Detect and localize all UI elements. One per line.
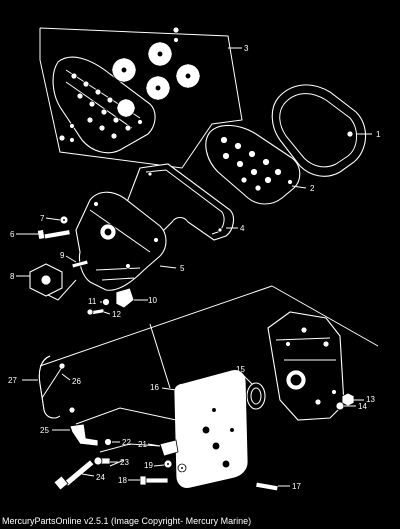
part-15-gasket xyxy=(246,382,266,410)
callout-11: 11 xyxy=(88,297,97,306)
callout-14: 14 xyxy=(358,402,367,411)
callout-13: 13 xyxy=(366,395,375,404)
part-21-clip xyxy=(159,439,179,457)
part-5-intake-housing xyxy=(75,191,167,291)
lower-group-frame xyxy=(39,285,379,389)
part-19-washer xyxy=(163,459,173,469)
callout-1: 1 xyxy=(376,130,381,139)
reed-petals xyxy=(111,41,201,118)
part-23-fitting xyxy=(93,456,111,466)
callout-19: 19 xyxy=(144,461,153,470)
part-1-gasket xyxy=(271,84,367,177)
callout-16: 16 xyxy=(150,383,159,392)
callout-8: 8 xyxy=(10,272,15,281)
group-screws xyxy=(58,26,180,143)
part-20-washer xyxy=(177,463,187,473)
callout-17: 17 xyxy=(292,482,301,491)
callout-23: 23 xyxy=(120,458,129,467)
callout-15: 15 xyxy=(236,365,245,374)
part-17-pin xyxy=(255,481,279,492)
callout-3: 3 xyxy=(244,44,249,53)
part-12-screw xyxy=(86,308,105,316)
callout-25: 25 xyxy=(40,426,49,435)
part-25-bracket xyxy=(69,423,99,447)
callout-22: 22 xyxy=(122,438,131,447)
callout-numbers: 1 2 3 4 5 6 7 8 9 10 11 12 13 14 15 16 1… xyxy=(8,44,381,491)
part-26-connector xyxy=(58,362,76,414)
part-18-screw xyxy=(139,475,169,486)
callout-12: 12 xyxy=(112,310,121,319)
callout-6: 6 xyxy=(10,230,15,239)
part-22-washer xyxy=(104,438,112,446)
part-11-washer xyxy=(102,298,110,306)
callout-26: 26 xyxy=(72,377,81,386)
callout-leaders xyxy=(16,133,372,487)
lower-leader-lines xyxy=(41,363,177,467)
part-24-bolt xyxy=(53,459,95,491)
copyright-caption: MercuryPartsOnline v2.5.1 (Image Copyrig… xyxy=(2,516,252,526)
callout-10: 10 xyxy=(148,296,157,305)
callout-24: 24 xyxy=(96,473,105,482)
callout-7: 7 xyxy=(40,214,45,223)
part-2-reed-block xyxy=(205,124,301,205)
part-6-screw xyxy=(36,229,71,240)
callout-5: 5 xyxy=(180,264,185,273)
callout-18: 18 xyxy=(118,476,127,485)
part-27-hose xyxy=(38,355,61,419)
callout-21: 21 xyxy=(138,440,147,449)
part-3-group-frame xyxy=(39,27,243,169)
callout-27: 27 xyxy=(8,376,17,385)
callout-9: 9 xyxy=(60,251,65,260)
callout-4: 4 xyxy=(240,224,245,233)
part-14-washer xyxy=(335,401,345,411)
part-10-bracket xyxy=(115,287,148,309)
crankcase-housing xyxy=(267,311,345,421)
part-7-washer xyxy=(59,215,69,225)
callout-2: 2 xyxy=(310,184,315,193)
callout-20: 20 xyxy=(192,477,201,486)
part-8-plate xyxy=(29,263,77,301)
front-cover-plate xyxy=(52,56,156,154)
part-9-stud xyxy=(71,259,89,269)
